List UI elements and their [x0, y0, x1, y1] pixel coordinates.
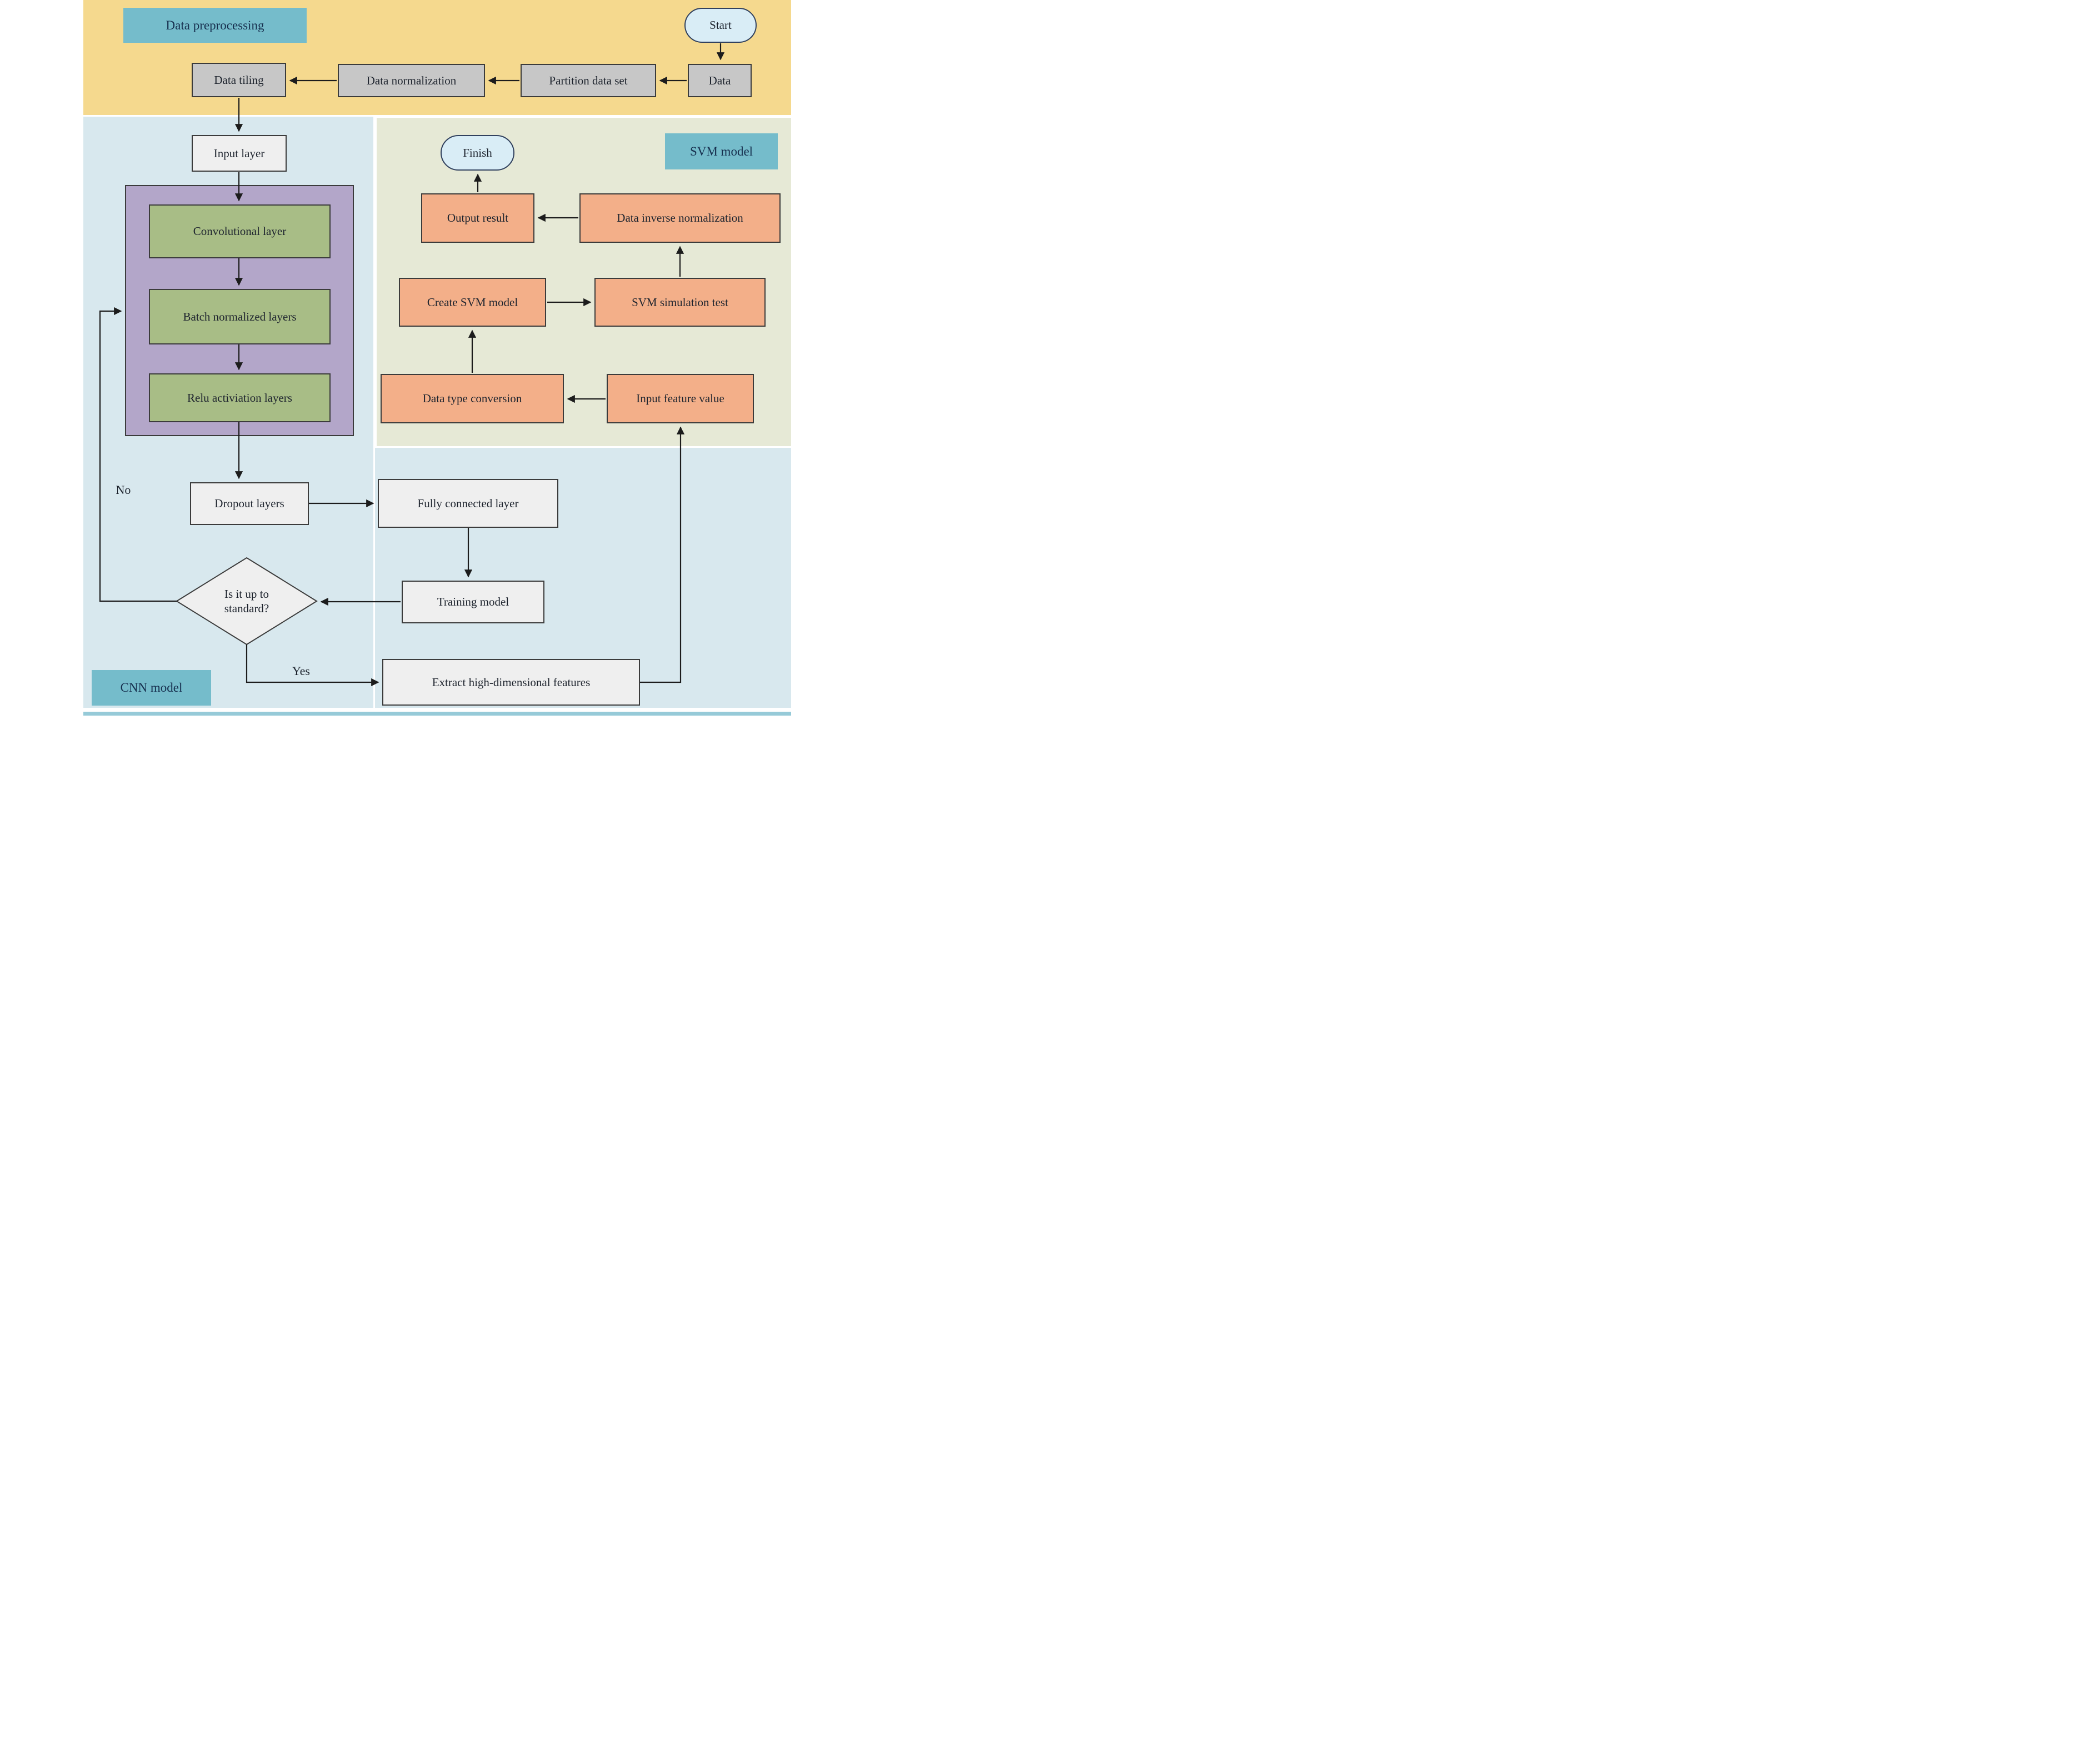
- diagram-canvas: Data preprocessing Start Data Partition …: [0, 0, 859, 716]
- start-terminal: Start: [684, 8, 757, 43]
- yes-label: Yes: [292, 664, 310, 678]
- svm-section-label: SVM model: [665, 133, 778, 169]
- output-result-node: Output result: [421, 193, 534, 243]
- input-layer-node: Input layer: [192, 135, 287, 172]
- bottom-strip: [83, 712, 791, 716]
- data-inverse-normalization-node: Data inverse normalization: [579, 193, 781, 243]
- data-node: Data: [688, 64, 752, 97]
- fully-connected-layer-node: Fully connected layer: [378, 479, 558, 528]
- svm-simulation-test-node: SVM simulation test: [594, 278, 766, 327]
- partition-data-set-node: Partition data set: [521, 64, 656, 97]
- batch-normalized-node: Batch normalized layers: [149, 289, 331, 344]
- data-tiling-node: Data tiling: [192, 63, 286, 97]
- create-svm-model-node: Create SVM model: [399, 278, 546, 327]
- preprocessing-section-label: Data preprocessing: [123, 8, 307, 43]
- extract-features-node: Extract high-dimensional features: [382, 659, 640, 706]
- relu-activation-node: Relu activiation layers: [149, 373, 331, 422]
- training-model-node: Training model: [402, 581, 544, 623]
- data-normalization-node: Data normalization: [338, 64, 485, 97]
- finish-terminal: Finish: [441, 135, 514, 171]
- cnn-section-label: CNN model: [92, 670, 211, 706]
- data-type-conversion-node: Data type conversion: [381, 374, 564, 423]
- no-label: No: [116, 483, 131, 497]
- input-feature-value-node: Input feature value: [607, 374, 754, 423]
- dropout-layers-node: Dropout layers: [190, 482, 309, 525]
- decision-label: Is it up to standard?: [224, 587, 269, 615]
- convolutional-layer-node: Convolutional layer: [149, 204, 331, 258]
